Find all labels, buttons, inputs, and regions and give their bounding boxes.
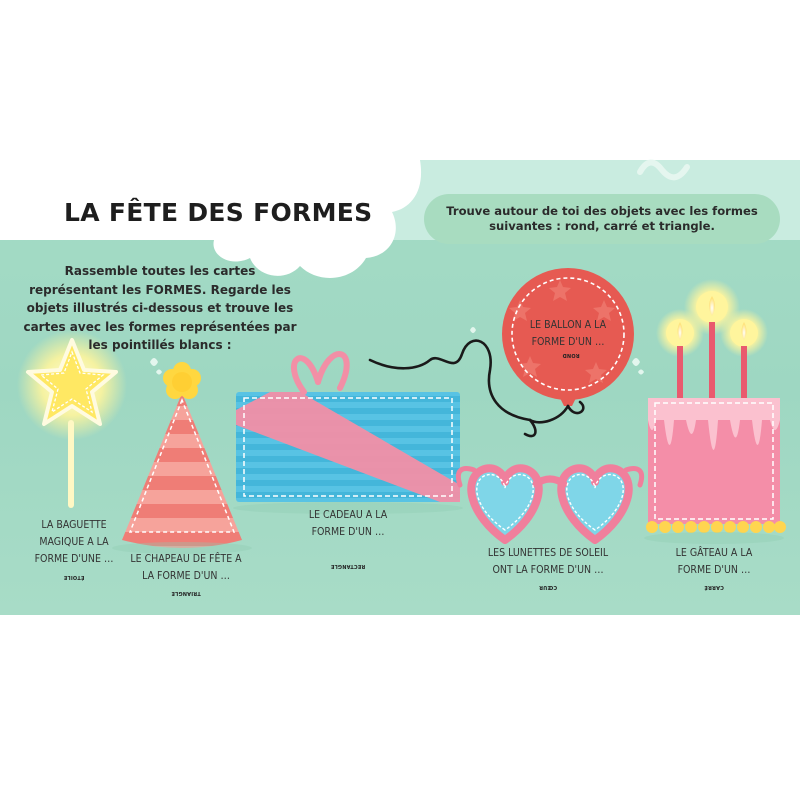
wand-answer: ÉTOILE	[63, 574, 85, 580]
hat-label: LE CHAPEAU DE FÊTE A LA FORME D'UN …	[130, 553, 242, 582]
ground-shadows	[112, 502, 784, 554]
heart-glasses-icon	[455, 464, 645, 544]
tip-banner	[424, 194, 780, 244]
hat-answer: TRIANGLE	[171, 590, 201, 596]
tip-text: Trouve autour de toi des objets avec les…	[446, 204, 758, 233]
star-wand-icon	[17, 330, 127, 508]
party-hat-icon	[122, 362, 242, 548]
gift-box-icon	[236, 351, 460, 502]
balloon-answer: ROND	[562, 352, 580, 358]
wand-label: LA BAGUETTE MAGIQUE A LA FORME D'UNE …	[34, 519, 114, 565]
sparkle-decoration	[150, 327, 644, 375]
glasses-label: LES LUNETTES DE SOLEIL ONT LA FORME D'UN…	[487, 547, 609, 576]
birthday-cake-icon	[646, 279, 786, 533]
cake-answer: CARRÉ	[704, 584, 724, 590]
title-cloud	[0, 160, 422, 278]
balloon-icon	[368, 268, 634, 438]
gift-label: LE CADEAU A LA FORME D'UN …	[308, 509, 388, 538]
page-title: LA FÊTE DES FORMES	[64, 198, 373, 227]
intro-text: Rassemble toutes les cartes représentant…	[23, 264, 297, 352]
balloon-label: LE BALLON A LA FORME D'UN …	[529, 319, 607, 348]
cake-label: LE GÂTEAU A LA FORME D'UN …	[675, 547, 753, 576]
gift-answer: RECTANGLE	[330, 563, 366, 569]
glasses-answer: CŒUR	[538, 584, 558, 590]
